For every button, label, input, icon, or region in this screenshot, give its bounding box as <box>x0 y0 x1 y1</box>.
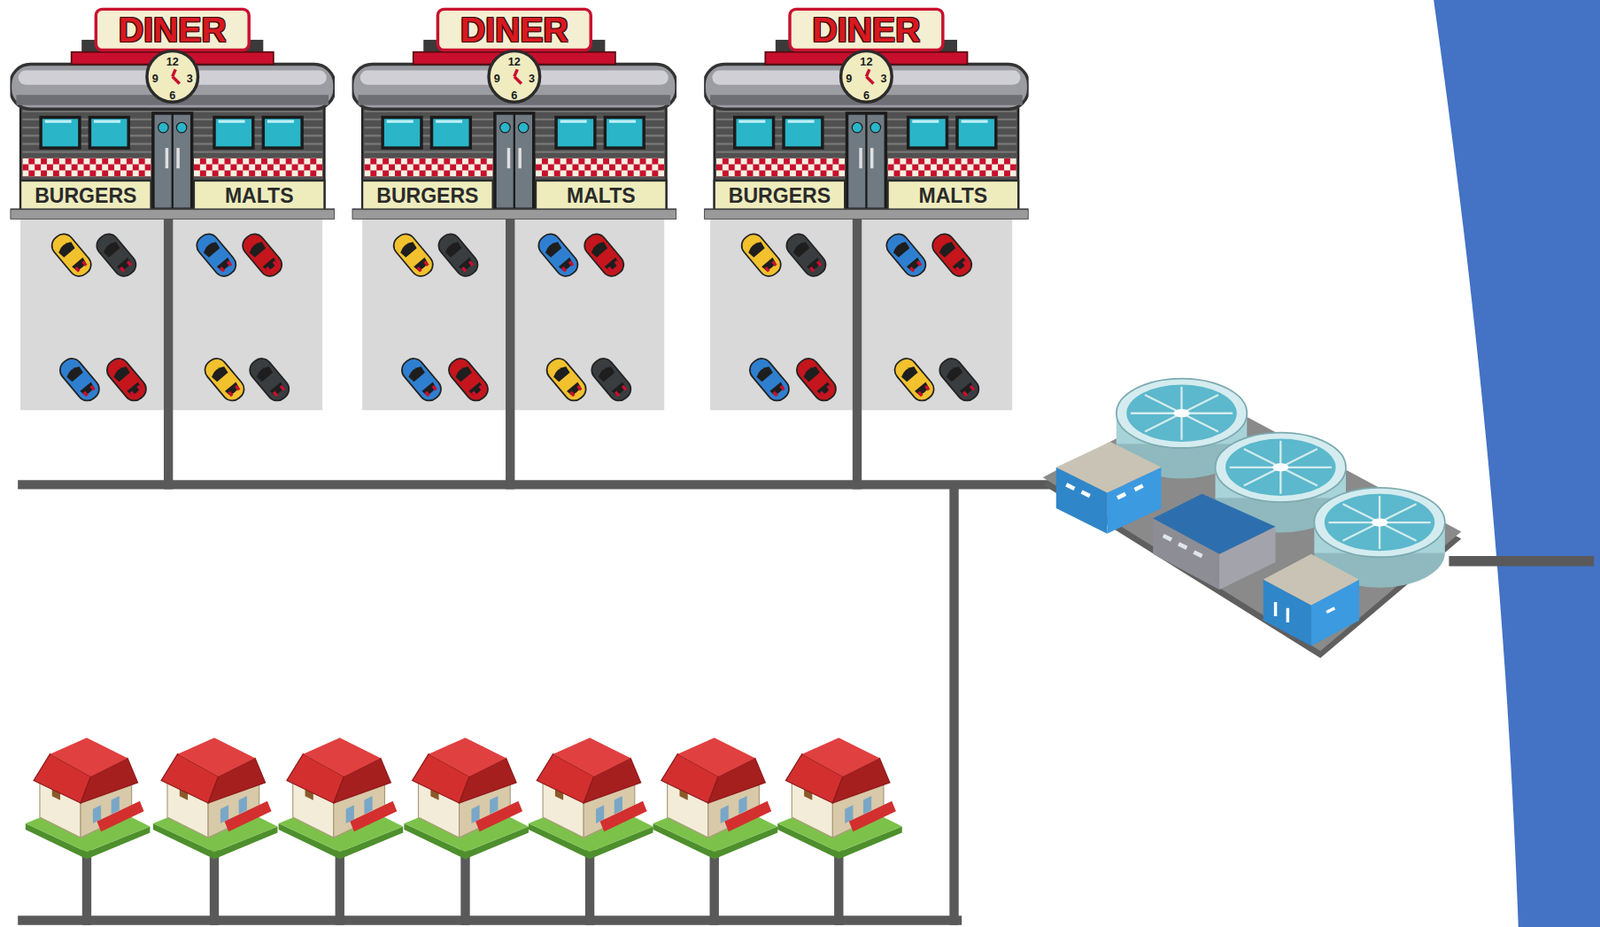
diner-building: DINER 12 9 36BURGERS MALTS <box>352 5 677 220</box>
clock-number: 3 <box>880 72 887 86</box>
clock-number: 9 <box>494 72 501 86</box>
clock-number: 9 <box>152 72 159 86</box>
clock-number: 3 <box>528 72 535 86</box>
clock-number: 6 <box>169 88 176 101</box>
clock-number: 12 <box>508 54 521 68</box>
clock-number: 12 <box>166 54 179 68</box>
diner-building: DINER 12 9 36BURGERS MALTS <box>703 5 1029 220</box>
menu-sign-text: MALTS <box>224 185 294 208</box>
diner-sign-text: DINER <box>811 10 920 50</box>
clock-number: 6 <box>863 88 870 101</box>
menu-sign-text: BURGERS <box>728 185 831 208</box>
clock-number: 12 <box>859 54 873 68</box>
diner-sign-text: DINER <box>460 10 569 50</box>
diner-sign-text: DINER <box>118 10 227 50</box>
menu-sign-text: BURGERS <box>34 185 137 208</box>
menu-sign-text: MALTS <box>566 185 636 208</box>
clock-number: 6 <box>510 88 518 101</box>
menu-sign-text: MALTS <box>919 185 989 208</box>
menu-sign-text: BURGERS <box>376 185 479 208</box>
clock-number: 3 <box>186 72 194 86</box>
diner-building: DINER 12 9 36BURGERS MALTS <box>10 5 335 220</box>
clock-number: 9 <box>845 72 852 86</box>
